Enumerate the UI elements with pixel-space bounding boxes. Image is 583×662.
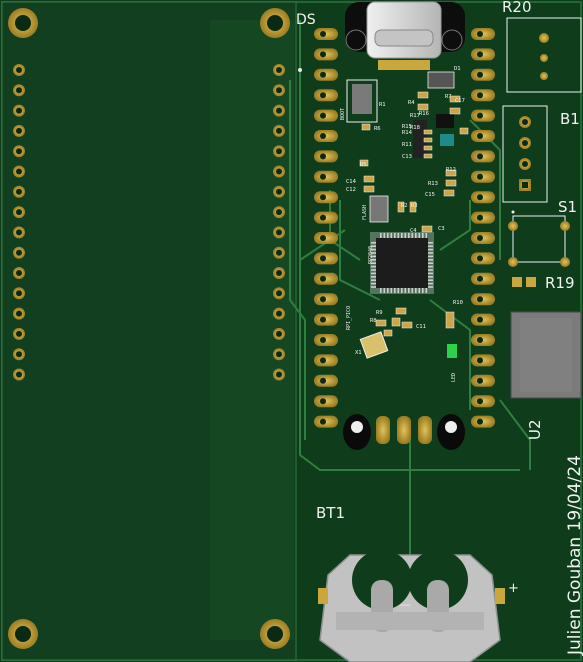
silk-plus: + — [508, 581, 519, 596]
ref-c11: C11 — [416, 324, 426, 330]
silk-ds: DS — [296, 12, 316, 28]
ref-r7: R7 — [445, 94, 452, 100]
ref-r2: R2 — [401, 203, 408, 209]
battery-holder-icon — [318, 550, 505, 662]
ref-r13: R13 — [428, 181, 438, 187]
ref-r16: R16 — [419, 111, 429, 117]
r20-footprint — [506, 17, 582, 93]
ref-r5: R5 — [360, 162, 367, 168]
ref-r3: R3 — [411, 203, 418, 209]
ref-r9: R9 — [376, 310, 383, 316]
silk-minus: — — [400, 598, 411, 611]
ref-r17: R17 — [410, 113, 420, 119]
pico-header-right — [471, 28, 495, 428]
ref-c17: C17 — [455, 98, 465, 104]
display-header-left — [13, 64, 25, 381]
r19-pad — [526, 277, 536, 287]
ref-r18: R18 — [410, 125, 420, 131]
silk-bt1: BT1 — [316, 504, 345, 522]
chip-icon — [370, 232, 434, 294]
ref-r6: R6 — [374, 126, 381, 132]
ref-r12: R12 — [446, 167, 456, 173]
usb-c-icon — [345, 1, 465, 70]
r19-pad — [512, 277, 522, 287]
silk-rpi-pico: RPI_PICO — [346, 306, 352, 330]
smd-components — [359, 91, 469, 337]
silk-u2: U2 — [526, 419, 544, 440]
ref-r15: R15 — [402, 124, 412, 130]
ref-r8: R8 — [370, 318, 377, 324]
silk-boot: BOOT — [340, 108, 346, 120]
led-icon — [447, 344, 457, 358]
silk-b1: B1 — [560, 110, 580, 128]
pico-header-left — [314, 28, 338, 428]
flash-chip-icon — [369, 195, 389, 223]
ref-r11: R11 — [402, 142, 412, 148]
ref-r10: R10 — [453, 300, 463, 306]
ref-r1: R1 — [379, 102, 386, 108]
silk-author-date: Julien Gouban 19/04/24 — [565, 455, 583, 656]
boot-button — [346, 79, 378, 123]
silk-rp2040: RP2040 — [368, 246, 374, 264]
ref-c3: C3 — [438, 226, 445, 232]
mounting-holes — [8, 8, 290, 649]
ref-c13: C13 — [402, 154, 412, 160]
silk-led: LED — [451, 373, 457, 382]
ref-c14: C14 — [346, 179, 357, 185]
ref-c4: C4 — [410, 228, 417, 234]
push-button-icon — [508, 210, 570, 267]
ref-r4: R4 — [408, 100, 415, 106]
crystal-icon — [359, 331, 389, 359]
module-icon — [510, 311, 582, 399]
display-header-right — [273, 64, 285, 381]
silk-r20: R20 — [502, 0, 532, 16]
silk-s1: S1 — [558, 198, 577, 216]
silk-flash: FLASH — [362, 205, 368, 220]
ref-d1: D1 — [454, 66, 461, 72]
silk-r19: R19 — [545, 274, 575, 292]
ref-c15: C15 — [425, 192, 435, 198]
pico-debug-pads — [343, 414, 465, 450]
b1-header — [502, 105, 548, 203]
ref-x1: X1 — [355, 350, 362, 356]
ref-c12: C12 — [346, 187, 356, 193]
ref-r14: R14 — [402, 130, 413, 136]
